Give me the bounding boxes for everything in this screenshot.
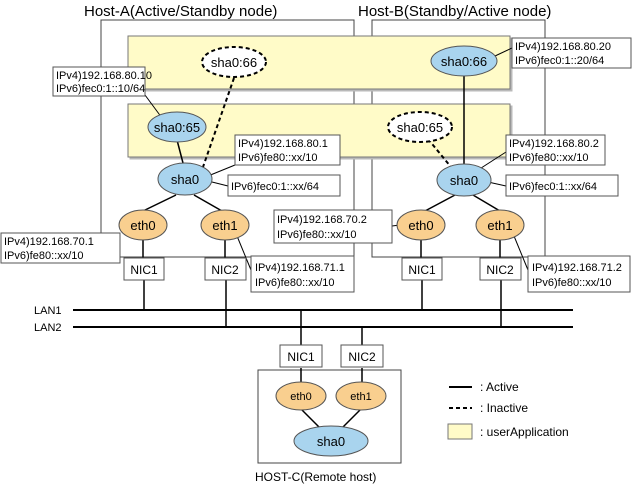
address-text: IPv4)192.168.80.10: [56, 70, 152, 82]
address-text: IPv6)fe80::xx/10: [532, 277, 612, 289]
address-box: [511, 37, 632, 69]
nic-label: NIC2: [211, 263, 239, 277]
node-label: eth0: [290, 391, 311, 403]
sha0-node: [157, 162, 213, 196]
address-box: [234, 134, 341, 166]
nic-label: NIC1: [408, 263, 436, 277]
link-active: [142, 194, 177, 212]
link-inactive: [202, 77, 235, 168]
node-label: eth0: [408, 218, 433, 233]
callout-leader: [236, 235, 252, 271]
address-box: [0, 232, 121, 264]
sha0-65-node-inactive: [387, 111, 453, 143]
lan1-label: LAN1: [34, 305, 62, 317]
node-label: sha0: [450, 173, 478, 188]
address-box: [527, 255, 631, 293]
legend-user-application-swatch: [447, 423, 473, 440]
nic-label: NIC1: [130, 263, 158, 277]
address-box: [505, 134, 606, 166]
address-text: IPv4)192.168.80.20: [515, 41, 611, 53]
legend-active-label: : Active: [480, 380, 519, 394]
callout-leader: [207, 164, 236, 177]
nic1-box: [123, 257, 165, 281]
link-active: [176, 139, 184, 164]
node-label: sha0: [317, 434, 345, 449]
address-text: IPv4)192.168.70.2: [277, 214, 367, 226]
link-active: [193, 194, 223, 212]
node-label: sha0: [171, 172, 199, 187]
callout-leader: [494, 47, 513, 57]
address-text: IPv4)192.168.71.2: [532, 262, 622, 274]
host-b-title: Host-B(Standby/Active node): [358, 3, 551, 20]
legend-inactive-label: : Inactive: [480, 401, 528, 415]
sha0-66-node: [430, 45, 498, 77]
nic2-box: [479, 257, 522, 281]
address-box: [273, 209, 393, 244]
nic1-box: [401, 257, 443, 281]
address-text: IPv6)fe80::xx/10: [509, 152, 589, 164]
nic2-box: [340, 344, 384, 368]
host-c-title: HOST-C(Remote host): [255, 470, 376, 484]
address-text: IPv4)192.168.71.1: [255, 262, 345, 274]
eth0-node: [396, 209, 446, 241]
address-box: [250, 255, 355, 293]
nic-label: NIC2: [348, 350, 376, 364]
address-text: IPv6)fe80::xx/10: [255, 277, 335, 289]
nic-label: NIC1: [287, 350, 315, 364]
sha0-node: [293, 425, 369, 457]
address-box: [505, 174, 619, 197]
link-active: [472, 194, 501, 212]
link-active: [424, 194, 456, 212]
address-text: IPv6)fe80::xx/10: [277, 229, 357, 241]
eth0-node: [275, 381, 327, 411]
address-text: IPv6)fe80::xx/10: [4, 250, 84, 262]
link-inactive: [427, 138, 452, 168]
nic2-box: [204, 257, 247, 281]
node-label: sha0:66: [441, 54, 487, 69]
eth0-node: [118, 209, 168, 241]
callout-leader: [513, 235, 529, 271]
address-text: IPv4)192.168.80.2: [509, 138, 599, 150]
node-label: eth1: [487, 218, 512, 233]
address-text: IPv6)fec0:1::xx/64: [509, 181, 597, 193]
callout-leader: [144, 94, 163, 119]
legend-user-application-label: : userApplication: [480, 425, 569, 439]
address-text: IPv6)fec0:1::20/64: [515, 55, 604, 67]
address-text: IPv4)192.168.70.1: [4, 236, 94, 248]
address-box: [227, 174, 341, 197]
address-box: [52, 66, 146, 97]
lan2-label: LAN2: [34, 322, 62, 334]
callout-leader: [211, 181, 229, 187]
address-text: IPv4)192.168.80.1: [238, 138, 328, 150]
sha0-65-node: [147, 111, 207, 143]
eth1-node: [475, 209, 525, 241]
address-text: IPv6)fe80::xx/10: [238, 152, 318, 164]
eth1-node: [335, 381, 387, 411]
node-label: sha0:65: [154, 120, 200, 135]
nic1-box: [279, 344, 323, 368]
node-label: eth1: [350, 391, 371, 403]
sha0-node: [436, 163, 492, 197]
eth1-node: [200, 209, 250, 241]
node-label: sha0:65: [397, 120, 443, 135]
host-a-title: Host-A(Active/Standby node): [84, 3, 277, 20]
address-text: IPv6)fec0:1::10/64: [56, 83, 145, 95]
sha0-66-node-inactive: [201, 46, 267, 78]
address-text: IPv6)fec0:1::xx/64: [231, 181, 319, 193]
nic-label: NIC2: [486, 263, 514, 277]
callout-leader: [477, 151, 507, 171]
node-label: sha0:66: [211, 55, 257, 70]
node-label: eth0: [130, 218, 155, 233]
node-label: eth1: [212, 218, 237, 233]
